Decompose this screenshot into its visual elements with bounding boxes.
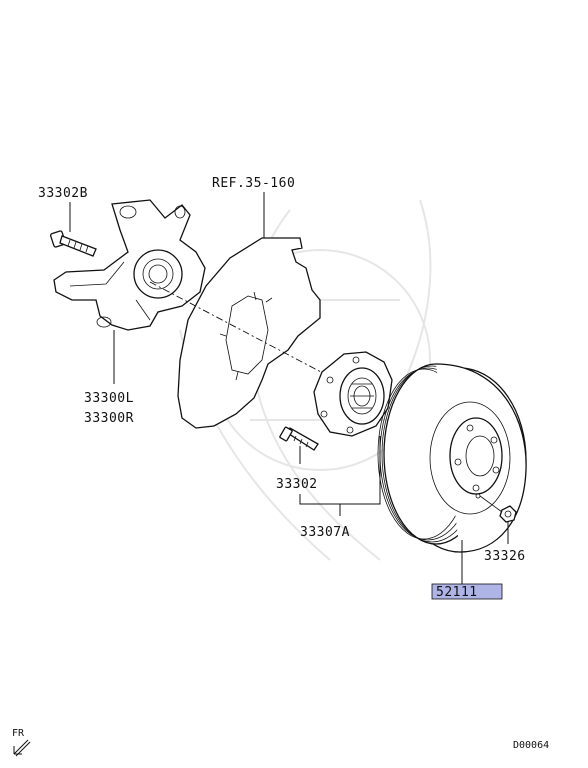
brake-rotor[interactable] [377, 363, 527, 553]
label-ref-35-160[interactable]: REF.35-160 [212, 176, 295, 191]
direction-label: FR [12, 728, 25, 739]
label-33302B[interactable]: 33302B [38, 186, 88, 201]
diagram-code: D00064 [513, 740, 549, 751]
label-33300L[interactable]: 33300L [84, 391, 134, 406]
hub-assembly[interactable] [313, 351, 393, 437]
label-33300R[interactable]: 33300R [84, 411, 134, 426]
label-52111[interactable]: 52111 [436, 585, 478, 600]
axis-centerline [149, 281, 341, 383]
arrow-down-left-icon [13, 739, 31, 757]
highlight-52111 [431, 583, 503, 600]
bolt-33302B[interactable] [50, 230, 97, 257]
label-33307A[interactable]: 33307A [300, 525, 350, 540]
nut-alignment-line [479, 495, 503, 513]
label-33302[interactable]: 33302 [276, 477, 318, 492]
hub-bolt-33302[interactable] [279, 426, 319, 451]
steering-knuckle[interactable] [53, 199, 206, 331]
nut-33326[interactable] [499, 505, 517, 523]
dust-shield[interactable] [177, 237, 321, 429]
label-33326[interactable]: 33326 [484, 549, 526, 564]
